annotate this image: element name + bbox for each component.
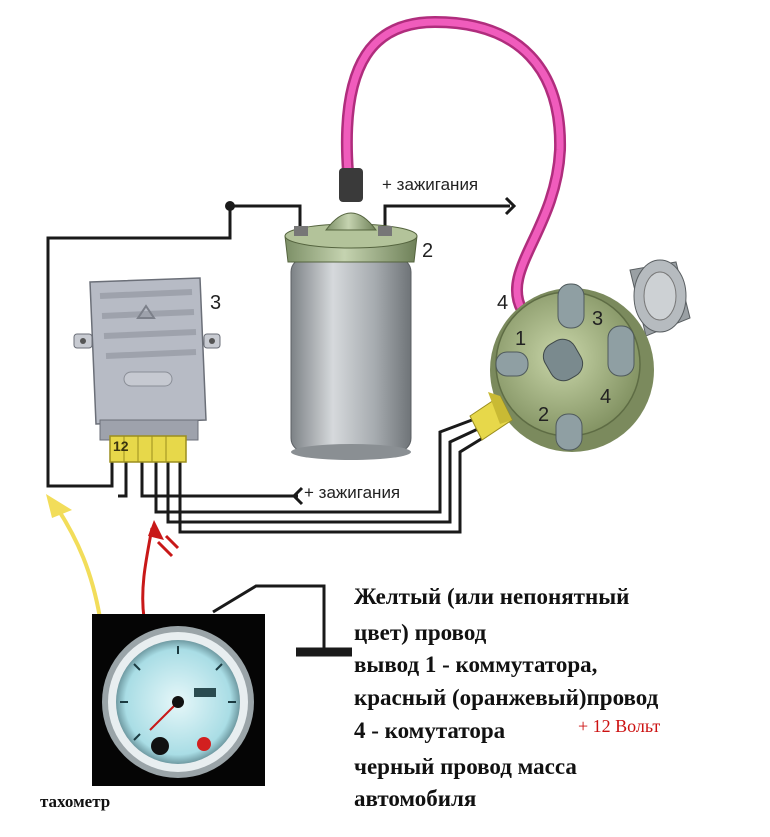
voltage-label: + 12 Вольт: [578, 716, 661, 736]
commutator-icon: [73, 277, 221, 463]
wire-ground-stub: [118, 462, 128, 498]
terminal-4-label: 4: [600, 386, 612, 408]
ignition-top-label: + зажигания: [382, 175, 479, 194]
terminal-2-label: 2: [538, 404, 550, 426]
note-line-6: черный провод масса: [354, 754, 577, 779]
wire-tacho-ground: [212, 584, 326, 652]
tachometer-icon: [92, 614, 265, 786]
note-line-7: автомобиля: [354, 786, 477, 811]
distributor-number-label: 4: [497, 292, 509, 314]
note-line-5: 4 - комутатора: [354, 718, 506, 743]
terminal-3-label: 3: [592, 308, 604, 330]
wire-signal-2: [166, 426, 481, 524]
wire-signal-3: [178, 434, 487, 534]
note-line-3: вывод 1 - коммутатора,: [354, 652, 598, 677]
wire-coil-to-commutator: [46, 204, 302, 488]
tachometer-label: тахометр: [40, 792, 111, 811]
ignition-bottom-label: + зажигания: [304, 483, 401, 502]
connector-pins-label: 12: [113, 438, 129, 454]
commutator-number-label: 3: [210, 292, 222, 314]
coil-number-label: 2: [422, 240, 434, 262]
black-wires: [46, 196, 517, 657]
distributor-icon: [469, 259, 691, 452]
yellow-arrow: [46, 494, 102, 619]
terminal-1-label: 1: [515, 328, 527, 350]
note-line-4: красный (оранжевый)провод: [354, 685, 659, 710]
note-line-1: Желтый (или непонятный: [354, 584, 630, 609]
wire-ignition-bottom: [140, 462, 298, 498]
ignition-coil-icon: [284, 168, 418, 460]
note-line-2: цвет) провод: [354, 620, 487, 645]
wire-signal-1: [154, 418, 473, 514]
red-arrow: [141, 520, 180, 619]
wire-ignition-top: [383, 204, 510, 226]
